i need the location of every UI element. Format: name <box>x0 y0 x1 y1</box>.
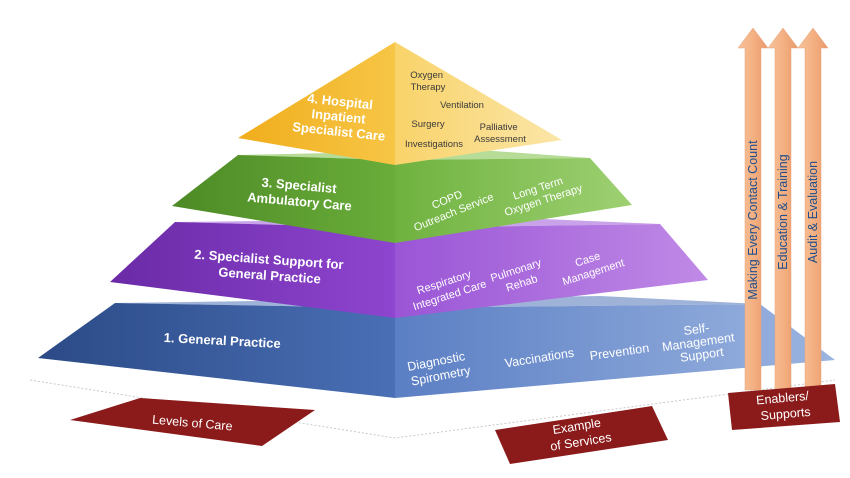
arrow-shape <box>797 27 829 391</box>
service-ventilation: Ventilation <box>440 100 484 111</box>
enabler-making-every-contact-count: Making Every Contact Count <box>746 140 760 300</box>
arrow-audit-evaluation: Audit & Evaluation <box>797 27 829 391</box>
tier-3-specialist-ambulatory: 3. Specialist Ambulatory Care COPD Outre… <box>172 150 632 243</box>
label-enablers-supports: Enablers/ Supports <box>728 384 840 430</box>
label-box <box>70 398 315 446</box>
service-investigations: Investigations <box>405 139 463 150</box>
label-box <box>728 384 840 430</box>
tier-4-front <box>238 42 395 165</box>
tier-4-side <box>395 42 562 165</box>
label-example-of-services: Example of Services <box>495 406 668 464</box>
arrow-shape <box>737 27 769 391</box>
enabler-audit-evaluation: Audit & Evaluation <box>806 161 820 263</box>
tier-1-label: 1. General Practice <box>163 330 281 351</box>
tier-2-specialist-support: 2. Specialist Support for General Practi… <box>110 218 708 318</box>
label-box <box>495 406 668 464</box>
label-levels-of-care: Levels of Care <box>70 398 315 446</box>
service-palliative-assessment: Palliative Assessment <box>474 122 526 145</box>
tier-1-side <box>395 304 835 398</box>
tier-2-front <box>110 222 395 318</box>
tier-2-side <box>395 224 708 318</box>
ground-outline <box>29 379 836 439</box>
arrow-education-training: Education & Training <box>767 27 799 391</box>
enabler-arrows: Making Every Contact Count Education & T… <box>737 27 829 391</box>
service-oxygen-therapy: Oxygen Therapy <box>410 70 445 93</box>
arrow-making-every-contact-count: Making Every Contact Count <box>737 27 769 391</box>
tier-1-front <box>38 303 395 398</box>
label-enablers-supports-text: Enablers/ Supports <box>756 389 815 424</box>
tier-4-hospital-inpatient: 4. Hospital Inpatient Specialist Care Ox… <box>238 42 562 165</box>
enabler-education-training: Education & Training <box>776 154 790 269</box>
tier-2-label: 2. Specialist Support for General Practi… <box>193 247 348 289</box>
arrow-shape <box>767 27 799 391</box>
tier-1-general-practice: 1. General Practice Diagnostic Spirometr… <box>38 296 835 398</box>
tier-3-side <box>395 158 632 243</box>
service-surgery: Surgery <box>411 119 445 130</box>
tier-3-front <box>172 155 395 243</box>
